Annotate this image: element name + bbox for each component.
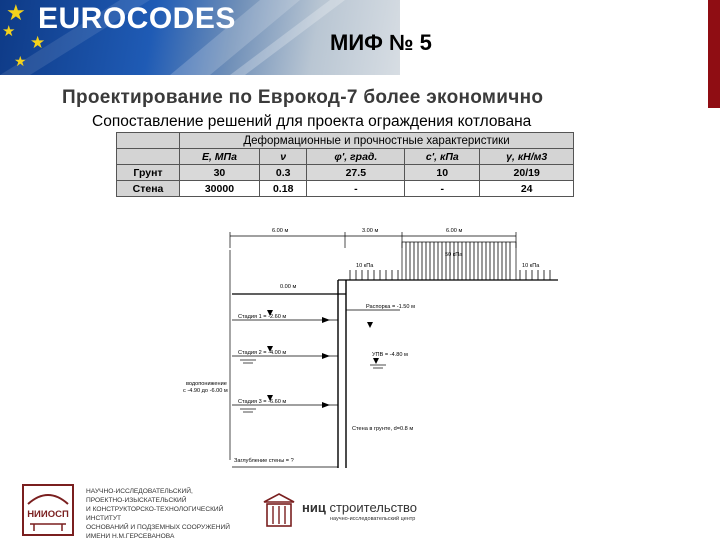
banner-stripes [0, 0, 345, 75]
column-header: ν [258, 148, 308, 165]
niiosp-logo-text: НИИОСП [27, 509, 69, 520]
table-cell: 0.3 [258, 164, 308, 181]
niiosp-line: ПРОЕКТНО-ИЗЫСКАТЕЛЬСКИЙ [86, 497, 187, 504]
niiosp-line: ОСНОВАНИЙ И ПОДЗЕМНЫХ СООРУЖЕНИЙ [86, 524, 230, 531]
nic-subtitle: научно-исследовательский центр [330, 516, 416, 522]
column-header: c', кПа [404, 148, 481, 165]
dimension-label: 6.00 м [446, 228, 462, 234]
slide-title: МИФ № 5 [330, 30, 432, 55]
section-caption: Сопоставление решений для проекта огражд… [92, 113, 532, 130]
building-icon [263, 493, 295, 527]
stage-label: Стадия 2 = -4.00 м [238, 350, 286, 356]
eurocodes-logo: EUROCODES [38, 2, 236, 35]
column-header: E, МПа [179, 148, 260, 165]
table-row: Грунт 30 0.3 27.5 10 20/19 [116, 164, 574, 181]
level-label: 0.00 м [280, 284, 296, 290]
niiosp-line: И КОНСТРУКТОРСКО-ТЕХНОЛОГИЧЕСКИЙ ИНСТИТУ… [86, 506, 224, 522]
table-corner-cell [116, 132, 180, 149]
table-cell: 20/19 [479, 164, 574, 181]
dewatering-label: с -4.90 до -6.00 м [183, 388, 228, 394]
accent-bar [708, 0, 720, 108]
table-cell: 24 [479, 180, 574, 197]
row-label: Грунт [116, 164, 180, 181]
eurocodes-banner: ★ ★ ★ ★ EUROCODES [0, 0, 400, 75]
niiosp-line: НАУЧНО-ИССЛЕДОВАТЕЛЬСКИЙ, [86, 488, 193, 495]
table-cell: 30 [179, 164, 260, 181]
load-label: 50 кПа [445, 252, 463, 258]
load-label: 10 кПа [356, 263, 374, 269]
nic-logo-text: ниц строительство [302, 500, 417, 515]
table-row: Стена 30000 0.18 - - 24 [116, 180, 574, 197]
table-cell: 10 [404, 164, 481, 181]
soil-properties-table: Деформационные и прочностные характерист… [116, 132, 574, 197]
eu-star-icon: ★ [14, 53, 27, 69]
nic-logo-rest: строительство [325, 500, 418, 515]
dimension-label: 6.00 м [272, 228, 288, 234]
table-cell: - [306, 180, 406, 197]
table-header: Деформационные и прочностные характерист… [179, 132, 574, 149]
table-cell: - [404, 180, 481, 197]
niiosp-line: ИМЕНИ Н.М.ГЕРСЕВАНОВА [86, 533, 175, 540]
dewatering-label: водопонижение [186, 381, 227, 387]
excavation-drawing: 6.00 м 3.00 м 6.00 м 50 кПа 10 кПа 10 кП… [183, 228, 558, 468]
load-label: 10 кПа [522, 263, 540, 269]
embedment-label: Заглубление стены = ? [234, 458, 294, 464]
slide-subtitle: Проектирование по Еврокод-7 более эконом… [62, 87, 544, 108]
table-header-row: Деформационные и прочностные характерист… [116, 132, 574, 149]
eu-star-icon: ★ [6, 0, 26, 25]
eu-star-icon: ★ [2, 23, 16, 40]
groundwater-label: УПВ = -4.80 м [372, 352, 408, 358]
niiosp-description: НАУЧНО-ИССЛЕДОВАТЕЛЬСКИЙ, ПРОЕКТНО-ИЗЫСК… [86, 487, 236, 541]
dimension-label: 3.00 м [362, 228, 378, 234]
table-cell: 27.5 [306, 164, 406, 181]
column-header: γ, кН/м3 [479, 148, 574, 165]
strut-label: Распорка = -1.50 м [366, 304, 415, 310]
eu-star-icon: ★ [30, 33, 46, 52]
stage-label: Стадия 1 = -2.60 м [238, 314, 286, 320]
column-header: φ', град. [306, 148, 406, 165]
niiosp-logo: НИИОСП [22, 484, 74, 536]
wall-label: Стена в грунте, d=0.8 м [352, 426, 413, 432]
table-corner-cell [116, 148, 180, 165]
row-label: Стена [116, 180, 180, 197]
nic-logo-bold: ниц [302, 500, 326, 515]
stage-label: Стадия 3 = -6.60 м [238, 399, 286, 405]
table-cell: 0.18 [258, 180, 308, 197]
table-column-row: E, МПа ν φ', град. c', кПа γ, кН/м3 [116, 148, 574, 165]
table-cell: 30000 [179, 180, 260, 197]
